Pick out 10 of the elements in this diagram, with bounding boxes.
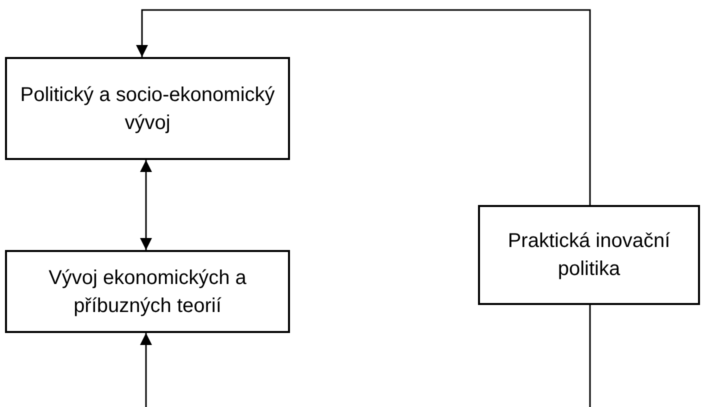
arrow: [140, 333, 152, 407]
process-box: [478, 205, 700, 305]
arrow: [140, 160, 152, 250]
process-box: [5, 250, 290, 333]
connector-line: [589, 305, 591, 407]
arrow: [136, 9, 591, 205]
process-box: [5, 57, 290, 160]
box-label: Praktická inovační politika: [506, 229, 672, 282]
box-label: Politický a socio-ekonomický vývoj: [19, 82, 276, 136]
box-label: Vývoj ekonomických a příbuzných teorií: [48, 266, 248, 318]
